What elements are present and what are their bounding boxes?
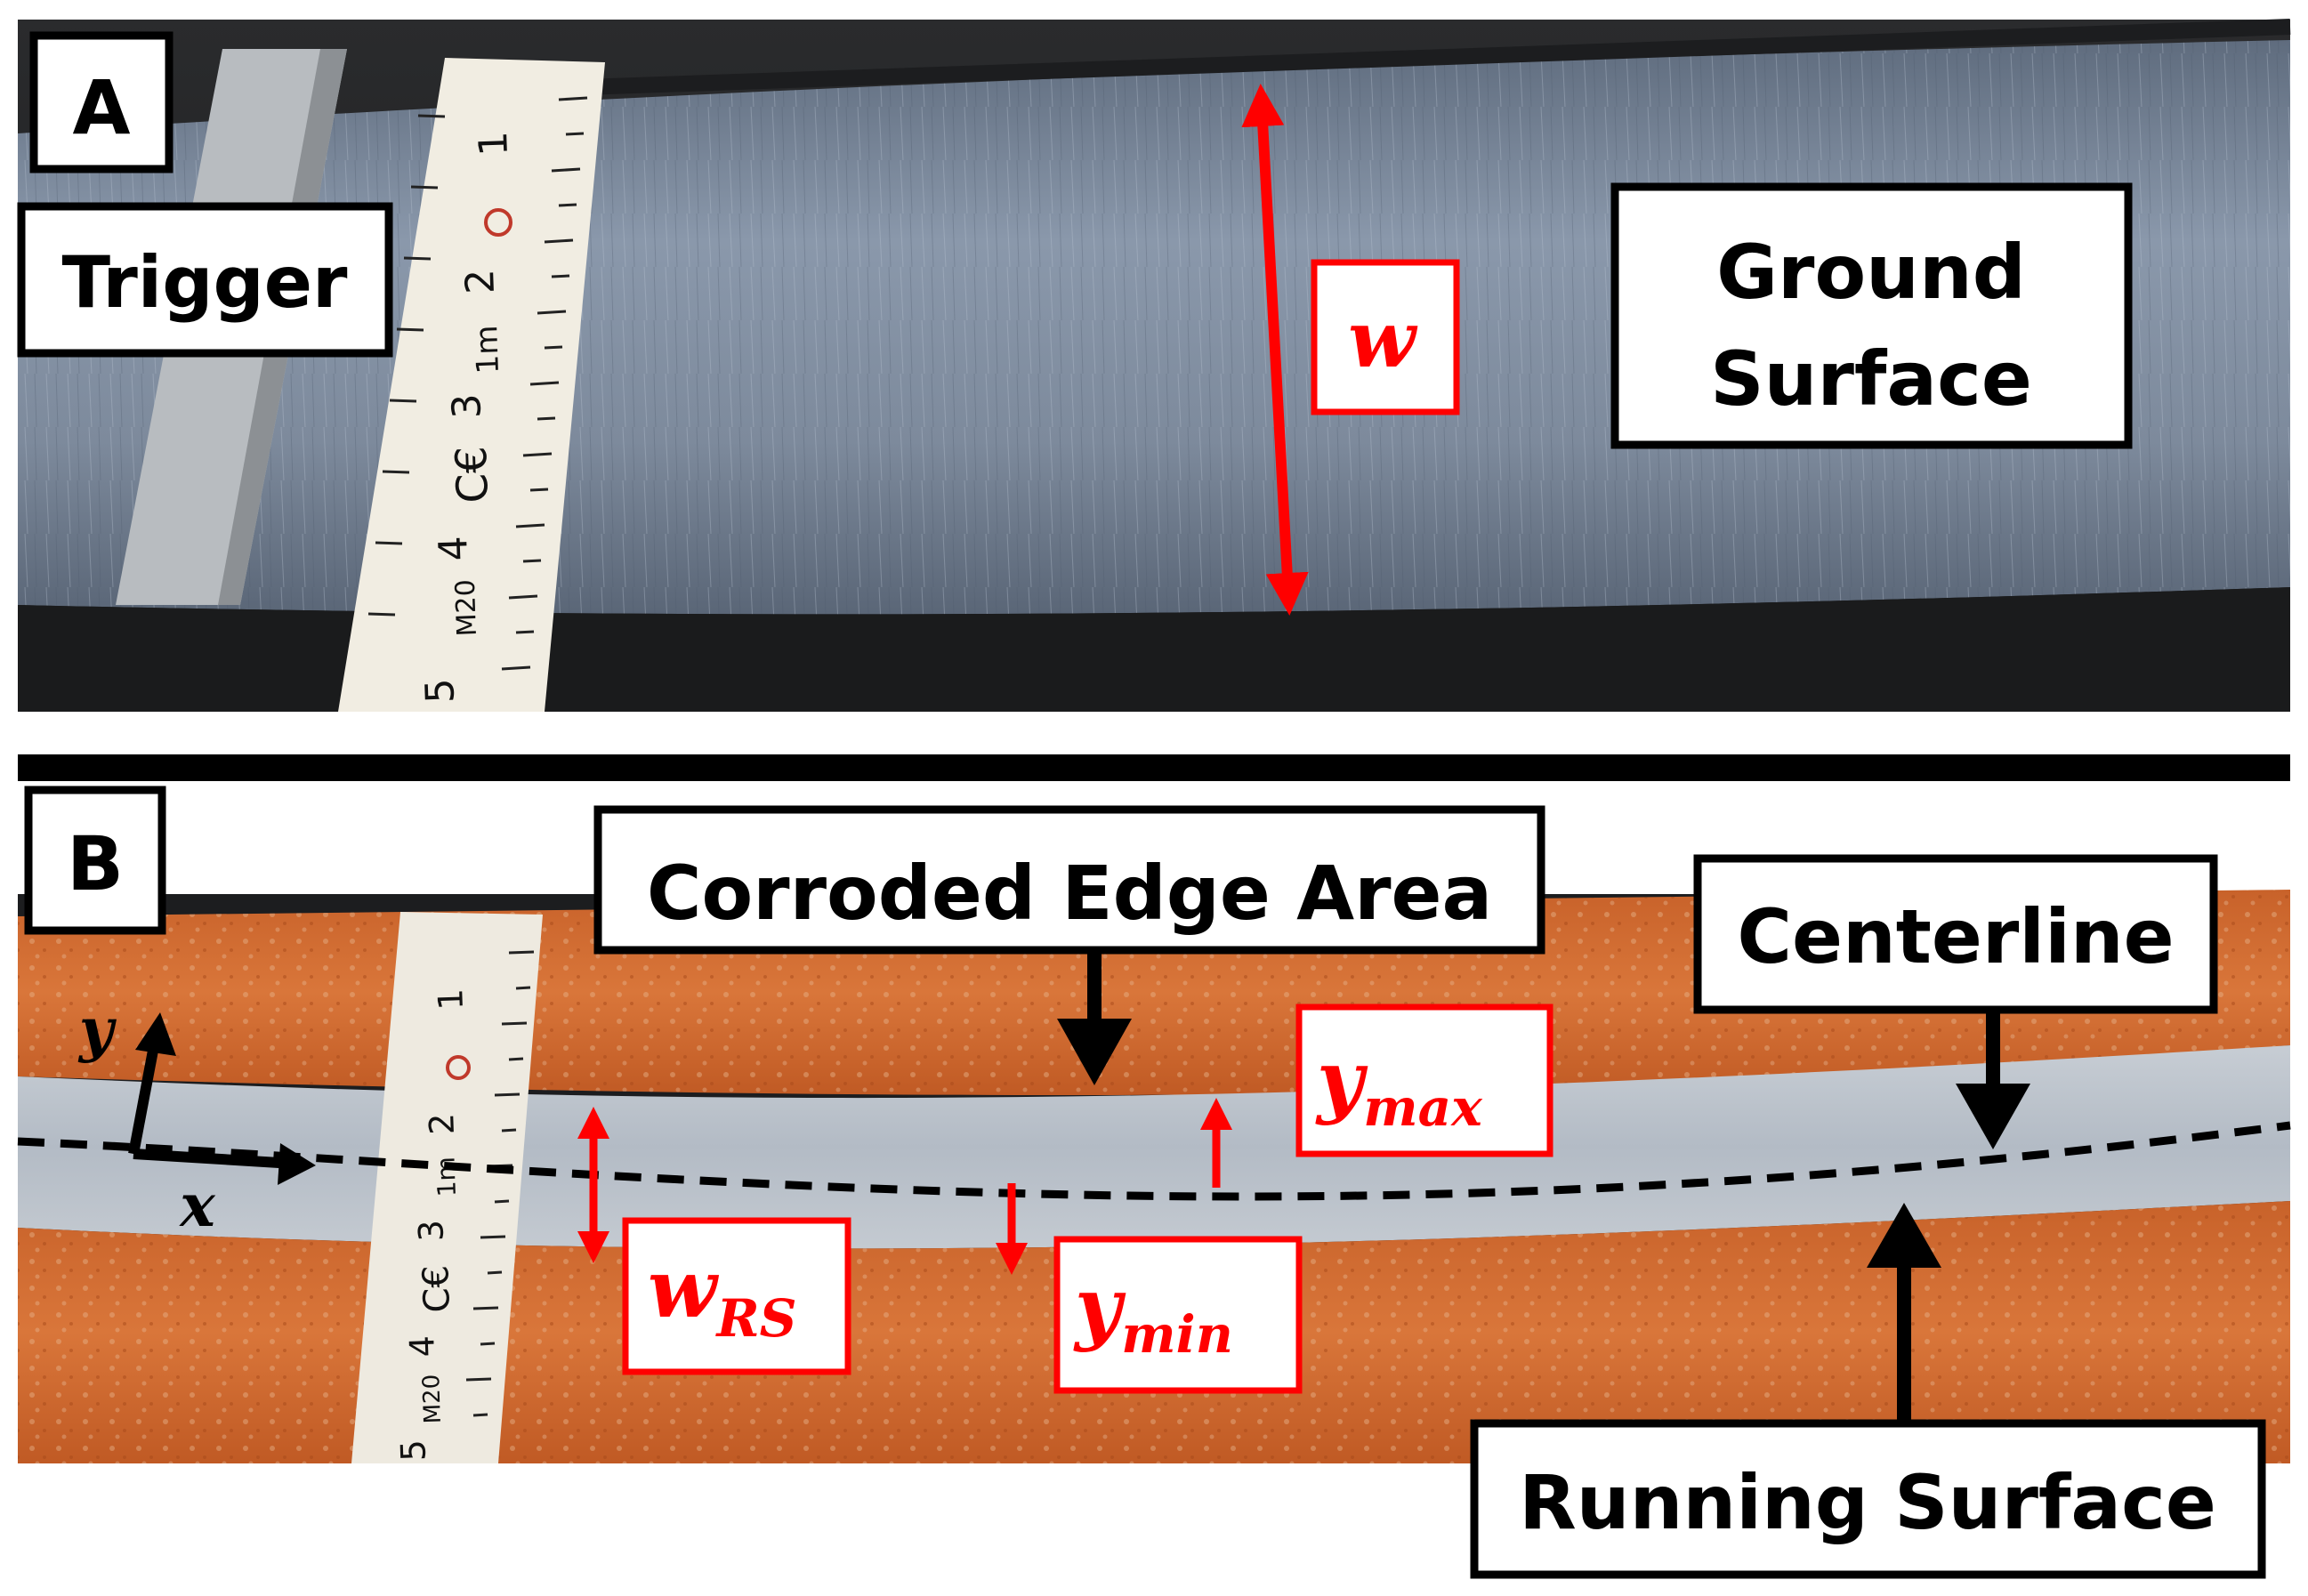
w-rs-label: wRS: [622, 1217, 851, 1375]
ruler-a-logo-icon: [484, 208, 512, 237]
running-surface-label-frame: [1470, 1419, 2266, 1579]
ruler-b-logo-icon: [446, 1055, 471, 1080]
panel-b-letter: B: [67, 820, 124, 907]
ground-surface-label-line1: Ground: [1716, 229, 2026, 316]
y-max-label-frame: [1295, 1004, 1553, 1157]
w-label: w: [1311, 259, 1460, 415]
y-max-main: y: [1315, 1033, 1368, 1127]
ruler-a-number-4: 4: [431, 536, 477, 562]
panel-b: 1 2 1m 3 C€ 4 M20 5 x y: [17, 786, 2291, 1579]
ground-surface-label: Ground Surface: [1610, 182, 2133, 449]
ruler-a: 1 2 1m 3 C€ 4 M20 5: [338, 58, 605, 712]
w-arrow: [1241, 84, 1309, 616]
y-min-sub: min: [1121, 1304, 1233, 1365]
ruler-a-number-5: 5: [417, 678, 464, 705]
ground-surface-label-frame: [1610, 182, 2133, 449]
y-min-label: ymin: [1053, 1236, 1303, 1394]
coordinate-axes: x y: [77, 995, 316, 1240]
corroded-edge-area-label-frame: [593, 805, 1545, 955]
ruler-b-ce-mark: C€: [416, 1264, 458, 1313]
ruler-b-number-2: 2: [422, 1113, 462, 1136]
ruler-b: 1 2 1m 3 C€ 4 M20 5: [351, 912, 543, 1463]
running-surface-label: Running Surface: [1470, 1419, 2266, 1579]
centerline-label-frame: [1693, 854, 2218, 1014]
ruler-a-number-2: 2: [457, 269, 504, 295]
y-max-label: ymax: [1295, 1004, 1553, 1157]
ground-surface-label-line2: Surface: [1710, 335, 2032, 423]
y-axis-arrow: [128, 1035, 161, 1156]
rail-lower-edge: [18, 587, 2290, 712]
ruler-a-class-mark: M20: [450, 579, 483, 637]
corroded-edge-pointer: [1057, 943, 1132, 1085]
running-surface-label-text: Running Surface: [1519, 1459, 2216, 1546]
w-label-text: w: [1348, 293, 1418, 385]
trigger-label: Trigger: [17, 202, 393, 358]
panel-a-letter: A: [72, 64, 130, 151]
y-axis-arrowhead: [135, 1012, 176, 1056]
centerline-pointer-head: [1956, 1084, 2030, 1149]
trigger-label-frame: [17, 202, 393, 358]
centerline-dashed: [17, 1121, 2291, 1201]
y-min-label-frame: [1053, 1236, 1303, 1394]
y-max-sub: max: [1363, 1077, 1483, 1138]
centerline-label-text: Centerline: [1737, 893, 2174, 980]
corroded-edge-area-label: Corroded Edge Area: [593, 805, 1545, 955]
ruler-a-number-1: 1: [471, 131, 517, 157]
ruler-a-unit-mark: 1m: [469, 325, 506, 375]
ruler-a-body: [338, 58, 605, 712]
x-axis-arrow: [133, 1149, 295, 1169]
w-rs-label-frame: [622, 1217, 851, 1375]
ruler-b-number-1: 1: [431, 988, 471, 1012]
y-min-main: y: [1073, 1260, 1126, 1354]
ruler-a-number-3: 3: [444, 393, 490, 420]
panel-separator: [18, 754, 2290, 781]
panel-b-letter-frame: [24, 786, 166, 935]
corroded-edge-pointer-head: [1057, 1019, 1132, 1085]
running-surface-pointer: [1867, 1203, 1941, 1423]
ruler-b-number-4: 4: [402, 1335, 442, 1358]
rail-top-rim: [533, 19, 2291, 97]
w-rs-main: w: [648, 1242, 720, 1336]
ruler-b-number-3: 3: [411, 1220, 451, 1243]
ruler-b-number-5: 5: [393, 1439, 433, 1463]
y-max-label-text: ymax: [1315, 1033, 1483, 1138]
panel-a-letter-frame: [29, 31, 174, 173]
w-rs-sub: RS: [714, 1288, 796, 1349]
x-axis-label: x: [178, 1171, 215, 1240]
ruler-a-ticks: [501, 96, 588, 671]
ruler-a-ce-mark: C€: [447, 446, 498, 504]
panel-a-letter-box: A: [29, 31, 174, 173]
centerline-pointer: [1956, 1010, 2030, 1149]
centerline-label: Centerline: [1693, 854, 2218, 1014]
ruler-b-class-mark: M20: [418, 1374, 447, 1424]
w-label-frame: [1311, 259, 1460, 415]
panel-a: 1 2 1m 3 C€ 4 M20 5 A Trigger w Ground: [17, 19, 2291, 712]
ruler-b-body: [351, 912, 543, 1463]
y-axis-label: y: [77, 995, 117, 1064]
w-rs-label-text: wRS: [648, 1242, 797, 1349]
y-min-label-text: ymin: [1073, 1260, 1233, 1365]
ruler-a-left-ticks: [367, 114, 446, 617]
x-axis-arrowhead: [278, 1143, 316, 1185]
panel-b-letter-box: B: [24, 786, 166, 935]
trigger-label-text: Trigger: [62, 241, 348, 324]
corroded-edge-area-label-text: Corroded Edge Area: [647, 850, 1492, 937]
running-surface-pointer-head: [1867, 1203, 1941, 1268]
